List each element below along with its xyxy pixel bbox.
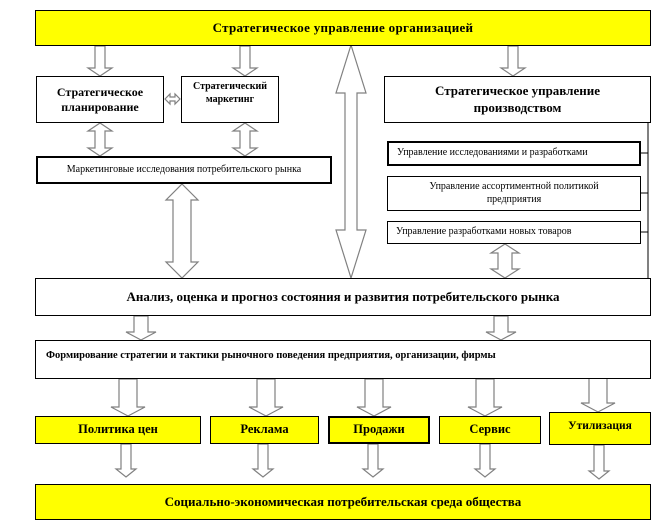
strategic-org-management-label: Стратегическое управление организацией (212, 19, 474, 35)
action-label: Продажи (353, 422, 405, 437)
production-management-label-2: производством (473, 99, 562, 115)
socio-economic-environment-label: Социально-экономическая потребительская … (164, 493, 522, 509)
vertical-double-arrow-icon (86, 122, 114, 157)
down-arrow-icon (110, 378, 146, 417)
vertical-double-arrow-icon (231, 122, 259, 157)
new-products-label: Управление разработками новых товаров (396, 226, 572, 238)
marketing-research-label: Маркетинговые исследования потребительск… (66, 163, 302, 175)
market-analysis-box: Анализ, оценка и прогноз состояния и раз… (35, 278, 651, 316)
down-arrow-icon (251, 443, 275, 478)
assortment-policy-label-2: предприятия (486, 193, 542, 205)
new-products-box: Управление разработками новых товаров (387, 221, 641, 244)
strategic-planning-label-2: планирование (61, 99, 139, 114)
market-analysis-label: Анализ, оценка и прогноз состояния и раз… (126, 288, 560, 304)
down-arrow-icon (231, 45, 259, 77)
strategic-marketing-label-1: Стратегический (192, 81, 267, 92)
strategic-marketing-label-2: маркетинг (205, 93, 255, 105)
down-arrow-icon (86, 45, 114, 77)
production-management-label-1: Стратегическое управление (435, 83, 600, 99)
down-arrow-icon (485, 315, 517, 341)
down-arrow-icon (114, 443, 138, 478)
down-arrow-icon (580, 377, 616, 413)
vertical-double-arrow-icon (335, 42, 367, 281)
down-arrow-icon (248, 378, 284, 417)
action-box-service: Сервис (439, 416, 541, 444)
action-label: Сервис (469, 422, 511, 437)
down-arrow-icon (125, 315, 157, 341)
down-arrow-icon (587, 444, 611, 480)
action-label: Реклама (240, 422, 289, 437)
strategic-marketing-box: Стратегический маркетинг (181, 76, 279, 123)
action-box-pricing: Политика цен (35, 416, 201, 444)
down-arrow-icon (473, 443, 497, 478)
vertical-double-arrow-icon (488, 243, 522, 279)
action-label: Утилизация (568, 420, 632, 432)
rnd-management-box: Управление исследованиями и разработками (387, 141, 641, 166)
assortment-policy-box: Управление ассортиментной политикой пред… (387, 176, 641, 211)
down-arrow-icon (361, 443, 385, 478)
strategy-formation-label: Формирование стратегии и тактики рыночно… (46, 350, 496, 361)
socio-economic-environment-box: Социально-экономическая потребительская … (35, 484, 651, 520)
marketing-research-box: Маркетинговые исследования потребительск… (36, 156, 332, 184)
action-label: Политика цен (78, 422, 158, 437)
vertical-double-arrow-icon (164, 183, 200, 279)
strategy-formation-box: Формирование стратегии и тактики рыночно… (35, 340, 651, 379)
action-box-sales: Продажи (328, 416, 430, 444)
down-arrow-icon (499, 45, 527, 77)
horizontal-double-arrow-icon (164, 92, 181, 106)
action-box-advertising: Реклама (210, 416, 319, 444)
assortment-policy-label-1: Управление ассортиментной политикой (429, 181, 599, 192)
down-arrow-icon (467, 378, 503, 417)
strategic-org-management-box: Стратегическое управление организацией (35, 10, 651, 46)
rnd-management-label: Управление исследованиями и разработками (397, 147, 588, 159)
production-management-box: Стратегическое управление производством (384, 76, 651, 123)
strategic-planning-box: Стратегическое планирование (36, 76, 164, 123)
action-box-recycling: Утилизация (549, 412, 651, 445)
down-arrow-icon (356, 378, 392, 417)
strategic-planning-label-1: Стратегическое (56, 84, 144, 99)
